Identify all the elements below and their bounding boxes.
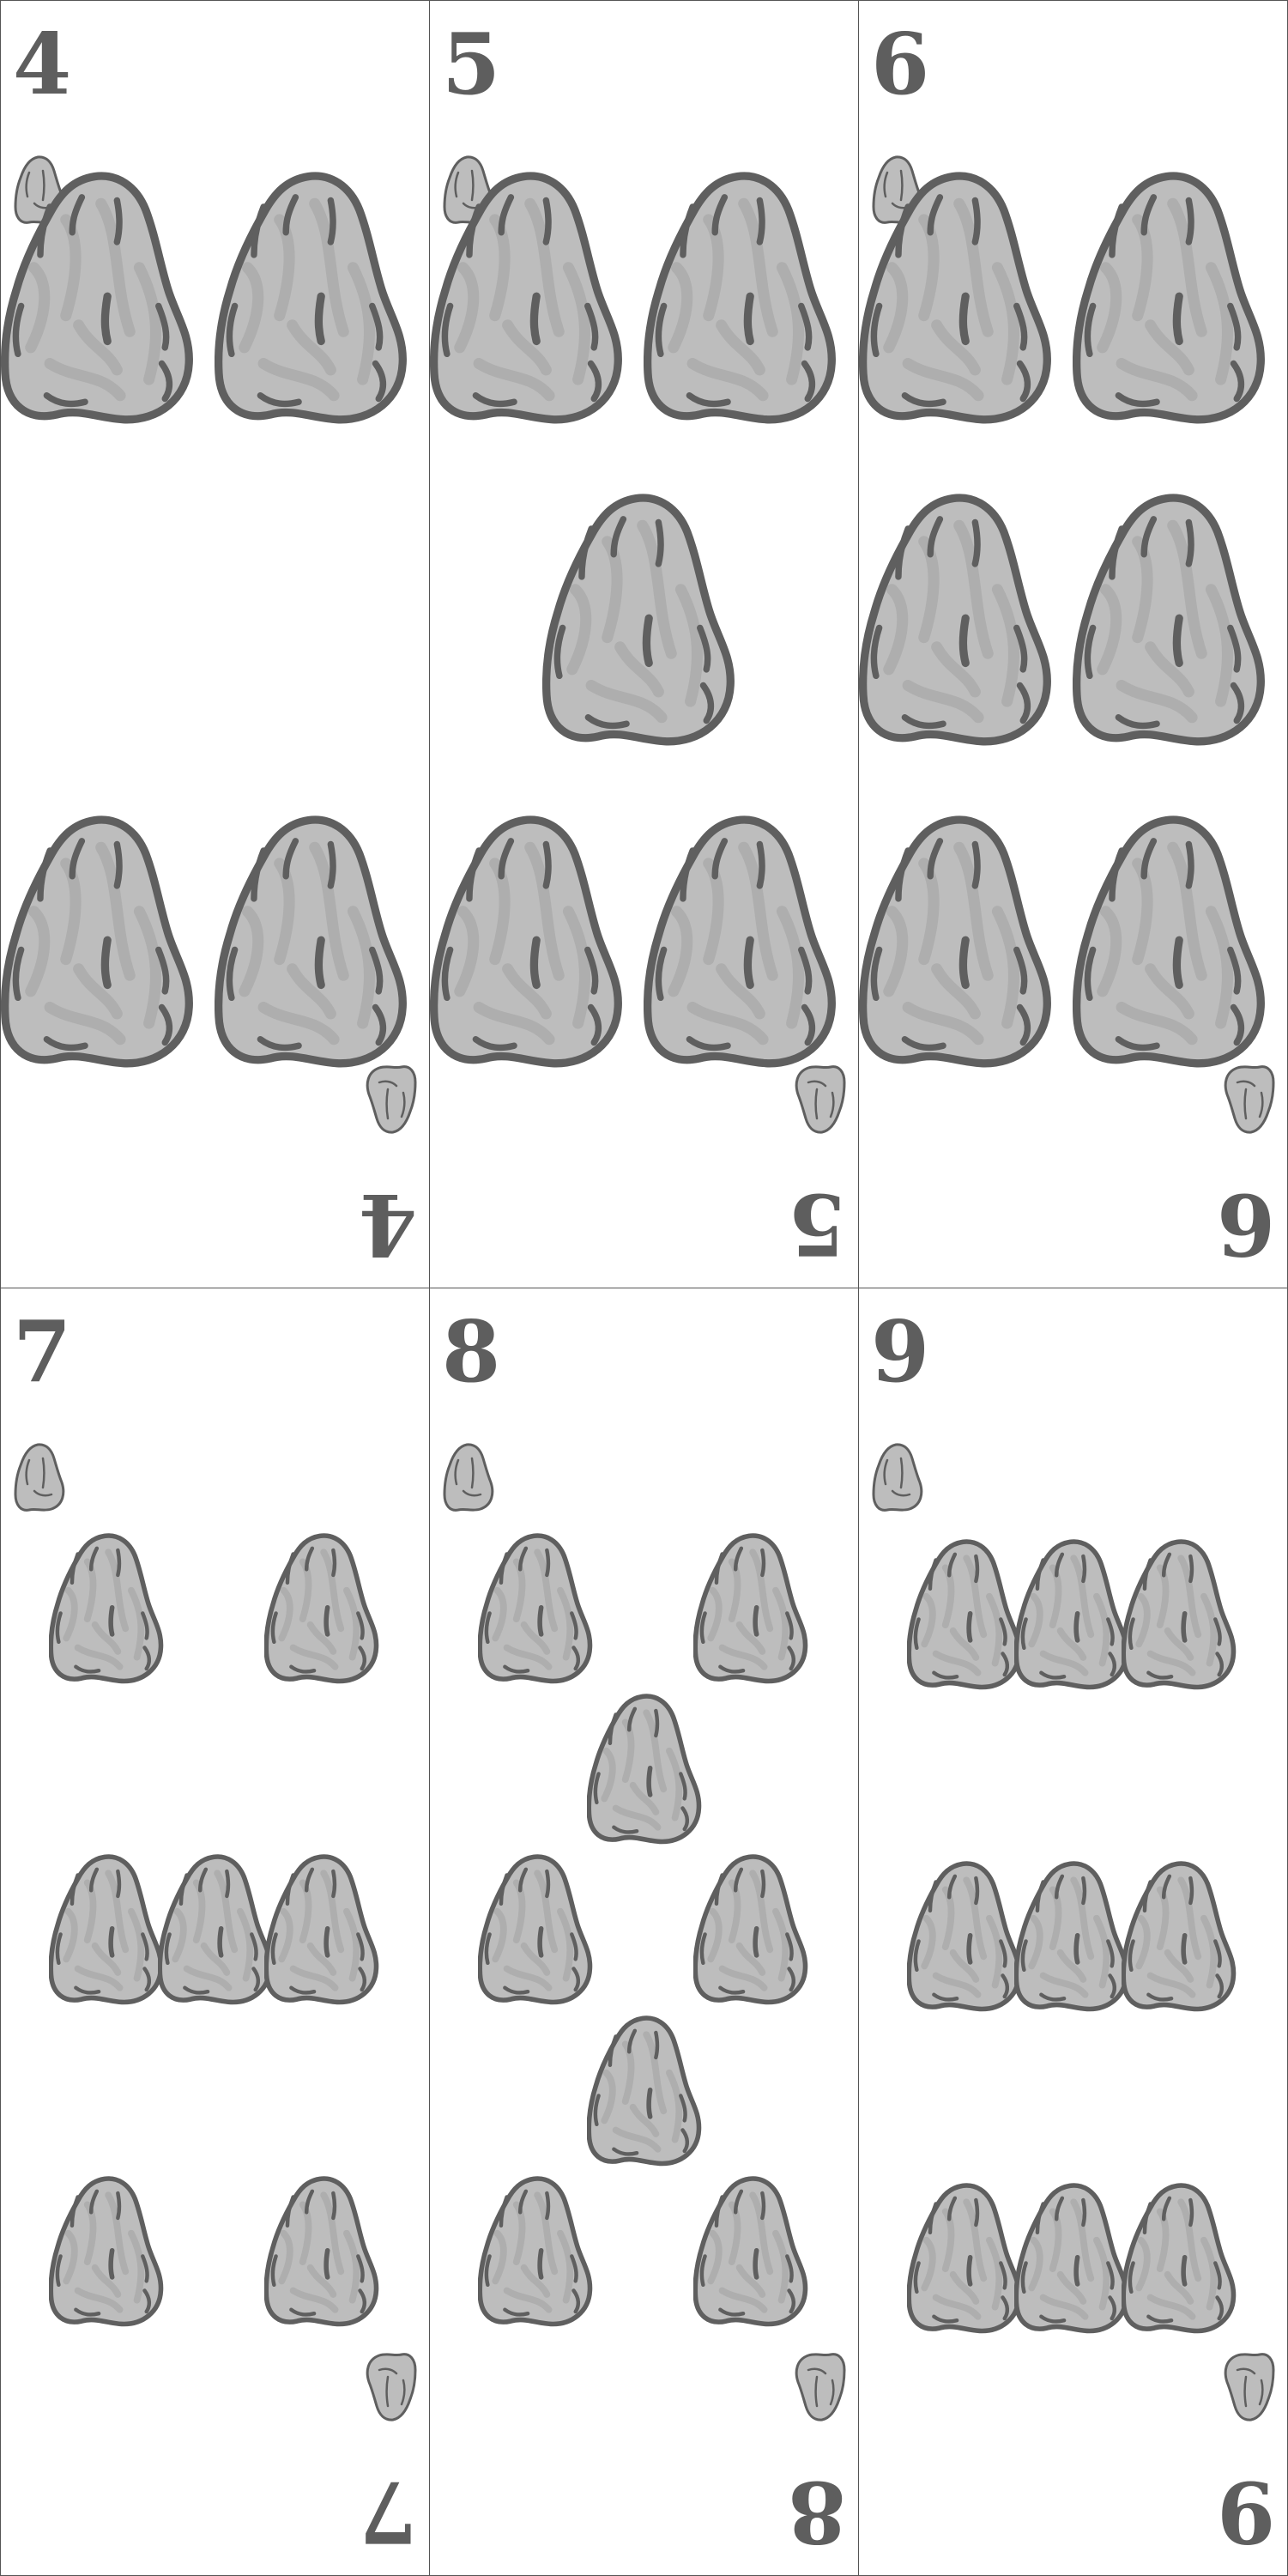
stone-pip-icon (907, 1861, 1022, 2014)
stone-pip-icon (644, 172, 838, 427)
rank-label-bottom: 7 (358, 2462, 417, 2561)
corner-stone-icon-bottom (1224, 1065, 1275, 1134)
stone-pip-icon (49, 1854, 164, 2007)
stone-pip-icon (587, 1694, 702, 1846)
stone-pip-icon (158, 1854, 273, 2007)
stone-pip-icon (1073, 815, 1267, 1071)
stone-pip-icon (430, 815, 624, 1071)
corner-stone-icon-bottom (795, 2353, 846, 2421)
stone-pip-icon (264, 1533, 379, 1686)
corner-stone-icon-top (14, 1443, 65, 1512)
rank-label-bottom: 4 (358, 1174, 417, 1273)
rank-label-top: 7 (13, 1303, 72, 1402)
stone-pip-icon (859, 172, 1053, 427)
stone-pip-icon (859, 494, 1053, 749)
stone-pip-icon (1122, 1539, 1237, 1692)
stone-pip-icon (215, 815, 408, 1071)
stone-pip-icon (264, 2176, 379, 2329)
stone-pip-icon (1, 172, 195, 427)
rank-label-bottom: 8 (787, 2462, 846, 2561)
stone-pip-icon (693, 1533, 808, 1686)
stone-pip-icon (587, 2015, 702, 2168)
stone-pip-icon (1122, 2183, 1237, 2336)
corner-stone-icon-top (443, 1443, 494, 1512)
stone-pip-icon (49, 2176, 164, 2329)
stone-pip-icon (478, 2176, 593, 2329)
stone-pip-icon (644, 815, 838, 1071)
stone-pip-icon (1, 815, 195, 1071)
stone-pip-icon (1014, 1539, 1129, 1692)
rank-label-top: 8 (442, 1303, 501, 1402)
stone-pip-icon (859, 815, 1053, 1071)
corner-stone-icon-bottom (795, 1065, 846, 1134)
stone-pip-icon (264, 1854, 379, 2007)
stone-pip-icon (1014, 2183, 1129, 2336)
rank-label-top: 4 (13, 15, 72, 114)
rank-label-top: 5 (442, 15, 501, 114)
stone-pip-icon (215, 172, 408, 427)
stone-pip-icon (1073, 494, 1267, 749)
corner-stone-icon-top (872, 1443, 923, 1512)
stone-pip-icon (1122, 1861, 1237, 2014)
rank-label-top: 9 (871, 1303, 930, 1402)
stone-pip-icon (49, 1533, 164, 1686)
stone-pip-icon (693, 2176, 808, 2329)
rank-label-bottom: 9 (1216, 2462, 1275, 2561)
stone-pip-icon (907, 2183, 1022, 2336)
stone-pip-icon (1073, 172, 1267, 427)
stone-pip-icon (478, 1854, 593, 2007)
corner-stone-icon-bottom (1224, 2353, 1275, 2421)
rank-label-bottom: 5 (787, 1174, 846, 1273)
corner-stone-icon-bottom (366, 2353, 417, 2421)
corner-stone-icon-bottom (366, 1065, 417, 1134)
stone-pip-icon (542, 494, 736, 749)
stone-pip-icon (430, 172, 624, 427)
stone-pip-icon (907, 1539, 1022, 1692)
stone-pip-icon (693, 1854, 808, 2007)
rank-label-top: 6 (871, 15, 930, 114)
rank-label-bottom: 6 (1216, 1174, 1275, 1273)
stone-pip-icon (478, 1533, 593, 1686)
stone-pip-icon (1014, 1861, 1129, 2014)
